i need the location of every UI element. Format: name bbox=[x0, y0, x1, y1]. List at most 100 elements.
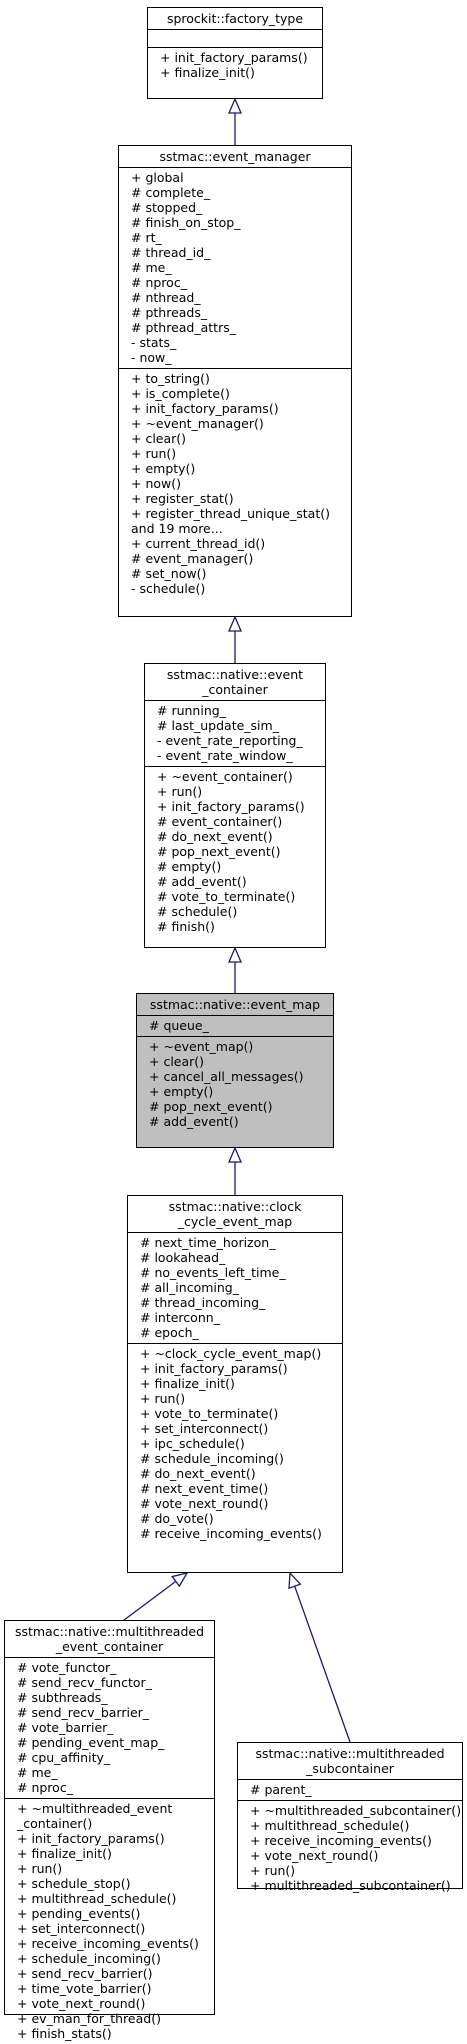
method-item: + register_thread_unique_stat() bbox=[131, 506, 330, 521]
class-box-multithreaded-event-container[interactable]: sstmac::native::multithreaded_event_cont… bbox=[4, 1620, 215, 2041]
attribute-item: + global bbox=[131, 170, 184, 185]
class-attributes: # parent_ bbox=[238, 1779, 462, 1800]
method-item: # add_event() bbox=[149, 1114, 239, 1129]
attribute-item: # cpu_affinity_ bbox=[17, 1750, 111, 1765]
method-item: + ~multithreaded_subcontainer() bbox=[250, 1803, 462, 1818]
method-item: + to_string() bbox=[131, 371, 210, 386]
class-attributes: # running_# last_update_sim_- event_rate… bbox=[145, 700, 325, 766]
method-item: + finish_stats() bbox=[17, 2026, 112, 2041]
method-item: # event_manager() bbox=[131, 551, 254, 566]
method-item: + clear() bbox=[149, 1054, 205, 1069]
method-item: + current_thread_id() bbox=[131, 536, 266, 551]
method-item: + vote_next_round() bbox=[17, 1996, 146, 2011]
class-name: sstmac::native::clock_cycle_event_map bbox=[128, 1196, 342, 1232]
class-box-event-map[interactable]: sstmac::native::event_map# queue_+ ~even… bbox=[136, 993, 334, 1148]
inheritance-arrowhead bbox=[288, 1571, 302, 1590]
method-item: + init_factory_params() bbox=[17, 1831, 165, 1846]
attribute-item: # last_update_sim_ bbox=[157, 718, 279, 733]
attribute-item: # finish_on_stop_ bbox=[131, 215, 241, 230]
class-methods: + init_factory_params()+ finalize_init() bbox=[148, 47, 322, 83]
class-name-line: _subcontainer bbox=[306, 1761, 394, 1776]
class-name-line: _container bbox=[202, 682, 268, 697]
method-item: # empty() bbox=[157, 859, 222, 874]
method-item: # pop_next_event() bbox=[157, 844, 281, 859]
class-box-factory-type[interactable]: sprockit::factory_type+ init_factory_par… bbox=[147, 7, 323, 99]
class-name-line: sstmac::native::event bbox=[166, 667, 304, 682]
attribute-item: # rt_ bbox=[131, 230, 162, 245]
method-item: # pop_next_event() bbox=[149, 1099, 273, 1114]
class-name: sstmac::native::multithreaded_event_cont… bbox=[5, 1621, 214, 1657]
class-methods: + ~clock_cycle_event_map()+ init_factory… bbox=[128, 1343, 342, 1544]
method-item: - schedule() bbox=[131, 581, 206, 596]
method-item: + receive_incoming_events() bbox=[17, 1936, 199, 1951]
class-methods: + ~event_container()+ run()+ init_factor… bbox=[145, 766, 325, 937]
method-item: + init_factory_params() bbox=[157, 799, 305, 814]
method-item: + finalize_init() bbox=[160, 65, 255, 80]
inheritance-arrowhead bbox=[228, 97, 242, 114]
method-item: + cancel_all_messages() bbox=[149, 1069, 304, 1084]
method-item: + multithread_schedule() bbox=[250, 1818, 410, 1833]
class-methods: + to_string()+ is_complete()+ init_facto… bbox=[119, 368, 351, 599]
method-item: _container() bbox=[17, 1816, 93, 1831]
method-item: + empty() bbox=[131, 461, 196, 476]
method-item: + init_factory_params() bbox=[131, 401, 279, 416]
method-item: + schedule_stop() bbox=[17, 1876, 131, 1891]
method-item: # receive_incoming_events() bbox=[140, 1526, 322, 1541]
class-name-line: sstmac::event_manager bbox=[159, 149, 311, 164]
method-item: + set_interconnect() bbox=[17, 1921, 146, 1936]
attribute-item: # nproc_ bbox=[17, 1780, 73, 1795]
attribute-item: # thread_id_ bbox=[131, 245, 211, 260]
class-methods: + ~multithreaded_subcontainer()+ multith… bbox=[238, 1800, 462, 1896]
method-item: + vote_next_round() bbox=[250, 1848, 379, 1863]
method-item: + ipc_schedule() bbox=[140, 1436, 245, 1451]
method-item: + init_factory_params() bbox=[160, 50, 308, 65]
method-item: # set_now() bbox=[131, 566, 207, 581]
attribute-item: # next_time_horizon_ bbox=[140, 1235, 276, 1250]
attribute-item: # thread_incoming_ bbox=[140, 1295, 266, 1310]
method-item: # next_event_time() bbox=[140, 1481, 269, 1496]
method-item: + init_factory_params() bbox=[140, 1361, 288, 1376]
attribute-item: # send_recv_barrier_ bbox=[17, 1705, 150, 1720]
method-item: + run() bbox=[157, 784, 203, 799]
inheritance-arrowhead bbox=[228, 615, 242, 632]
class-name: sprockit::factory_type bbox=[148, 8, 322, 29]
attribute-item: # stopped_ bbox=[131, 200, 203, 215]
method-item: + schedule_incoming() bbox=[17, 1951, 161, 1966]
method-item: + multithreaded_subcontainer() bbox=[250, 1878, 451, 1893]
class-name: sstmac::native::event_map bbox=[137, 994, 333, 1015]
method-item: + register_stat() bbox=[131, 491, 234, 506]
method-item: # schedule_incoming() bbox=[140, 1451, 284, 1466]
class-attributes: + global# complete_# stopped_# finish_on… bbox=[119, 167, 351, 368]
inheritance-edge bbox=[123, 1580, 177, 1621]
method-item: # do_vote() bbox=[140, 1511, 214, 1526]
class-attributes: # queue_ bbox=[137, 1015, 333, 1036]
method-item: + pending_events() bbox=[17, 1906, 141, 1921]
method-item: + finalize_init() bbox=[17, 1846, 112, 1861]
method-item: + empty() bbox=[149, 1084, 214, 1099]
class-name-line: _event_container bbox=[55, 1639, 164, 1654]
attribute-item: # pthreads_ bbox=[131, 305, 208, 320]
class-box-multithreaded-subcontainer[interactable]: sstmac::native::multithreaded_subcontain… bbox=[237, 1742, 463, 1893]
attribute-item: # epoch_ bbox=[140, 1325, 199, 1340]
method-item: + now() bbox=[131, 476, 181, 491]
class-name-line: sstmac::native::multithreaded bbox=[14, 1624, 205, 1639]
method-item: + run() bbox=[131, 446, 177, 461]
attribute-item: - event_rate_reporting_ bbox=[157, 733, 303, 748]
class-box-event-container[interactable]: sstmac::native::event_container# running… bbox=[144, 663, 326, 948]
inheritance-arrowhead bbox=[171, 1572, 189, 1588]
method-item: + ev_man_for_thread() bbox=[17, 2011, 161, 2026]
method-item: + ~multithreaded_event bbox=[17, 1801, 173, 1816]
class-box-event-manager[interactable]: sstmac::event_manager+ global# complete_… bbox=[118, 145, 352, 617]
method-item: and 19 more... bbox=[131, 521, 223, 536]
class-name: sstmac::native::event_container bbox=[145, 664, 325, 700]
attribute-item: - stats_ bbox=[131, 335, 177, 350]
class-attributes: # next_time_horizon_# lookahead_# no_eve… bbox=[128, 1232, 342, 1343]
attribute-item: - event_rate_window_ bbox=[157, 748, 293, 763]
class-box-clock-cycle-event-map[interactable]: sstmac::native::clock_cycle_event_map# n… bbox=[127, 1195, 343, 1573]
class-methods: + ~event_map()+ clear()+ cancel_all_mess… bbox=[137, 1036, 333, 1132]
method-item: # vote_to_terminate() bbox=[157, 889, 296, 904]
class-name-line: sprockit::factory_type bbox=[166, 11, 304, 26]
method-item: + vote_to_terminate() bbox=[140, 1406, 279, 1421]
